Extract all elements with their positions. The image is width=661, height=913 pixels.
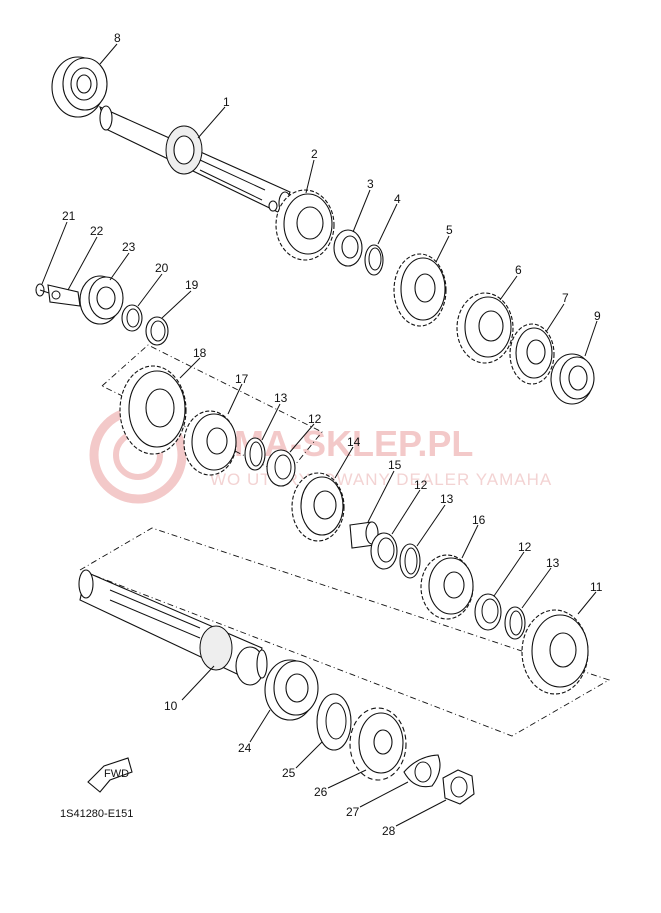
part-18-gear <box>119 365 187 455</box>
part-21-bolt <box>35 283 53 297</box>
label-part-24: 24 <box>238 741 252 755</box>
diagram-code: 1S41280-E151 <box>60 808 133 820</box>
label-part-28: 28 <box>382 824 396 838</box>
part-5-gear <box>393 253 447 327</box>
part-10-drive-axle <box>78 569 268 686</box>
part-7-gear <box>509 323 555 385</box>
part-4-circlip <box>364 244 384 276</box>
label-part-20: 20 <box>155 261 169 275</box>
part-3-washer <box>333 229 363 267</box>
label-part-1: 1 <box>223 95 230 109</box>
label-part-16: 16 <box>472 513 486 527</box>
label-part-3: 3 <box>367 177 374 191</box>
part-20-ring <box>121 304 143 332</box>
label-part-17: 17 <box>235 372 249 386</box>
label-part-13-b: 13 <box>440 492 454 506</box>
part-6-gear <box>456 292 514 364</box>
assembly-outline-lower <box>78 527 611 737</box>
label-part-4: 4 <box>394 192 401 206</box>
part-27-lock-washer <box>403 754 441 788</box>
part-19-washer <box>145 316 169 346</box>
part-28-nut <box>442 769 475 805</box>
label-part-8: 8 <box>114 31 121 45</box>
part-2-gear <box>275 189 335 261</box>
part-26-sprocket <box>349 707 407 781</box>
part-8-bearing <box>51 56 108 118</box>
part-9-bearing <box>550 353 595 405</box>
label-part-12-c: 12 <box>518 540 532 554</box>
part-13-circlip-c <box>504 606 526 640</box>
fwd-arrow-icon: FWD <box>87 757 133 793</box>
label-part-2: 2 <box>311 147 318 161</box>
watermark-sub-text: WO UTORYZOWANY DEALER YAMAHA <box>210 470 552 489</box>
part-24-bearing <box>264 659 319 721</box>
label-part-18: 18 <box>193 346 207 360</box>
part-12-washer-a <box>266 449 296 487</box>
label-part-15: 15 <box>388 458 402 472</box>
part-11-gear <box>521 609 589 695</box>
part-number-labels: 8 1 2 3 4 5 6 7 9 21 22 23 20 19 18 17 1… <box>62 31 603 838</box>
part-16-gear <box>420 554 474 620</box>
part-22-plate <box>47 284 81 307</box>
label-part-12-b: 12 <box>414 478 428 492</box>
label-part-23: 23 <box>122 240 136 254</box>
part-1-main-axle <box>99 105 292 215</box>
part-12-washer-c <box>474 593 502 631</box>
label-part-22: 22 <box>90 224 104 238</box>
label-part-5: 5 <box>446 223 453 237</box>
part-15-bushing <box>349 521 379 549</box>
label-part-6: 6 <box>515 263 522 277</box>
label-part-9: 9 <box>594 309 601 323</box>
part-13-circlip-a <box>244 437 266 471</box>
label-part-10: 10 <box>164 699 178 713</box>
part-23-bearing <box>79 275 124 325</box>
label-part-19: 19 <box>185 278 199 292</box>
fwd-label: FWD <box>104 768 129 780</box>
label-part-11: 11 <box>590 580 603 594</box>
label-part-12-a: 12 <box>308 412 322 426</box>
label-part-14: 14 <box>347 435 361 449</box>
leader-lines <box>41 43 598 827</box>
label-part-27: 27 <box>346 805 360 819</box>
label-part-26: 26 <box>314 785 328 799</box>
part-25-oil-seal <box>316 693 352 751</box>
label-part-13-a: 13 <box>274 391 288 405</box>
label-part-21: 21 <box>62 209 76 223</box>
part-12-washer-b <box>370 532 398 570</box>
part-13-circlip-b <box>399 543 421 579</box>
label-part-7: 7 <box>562 291 569 305</box>
label-part-25: 25 <box>282 766 296 780</box>
part-17-gear <box>183 410 237 476</box>
part-14-gear <box>291 472 345 542</box>
label-part-13-c: 13 <box>546 556 560 570</box>
